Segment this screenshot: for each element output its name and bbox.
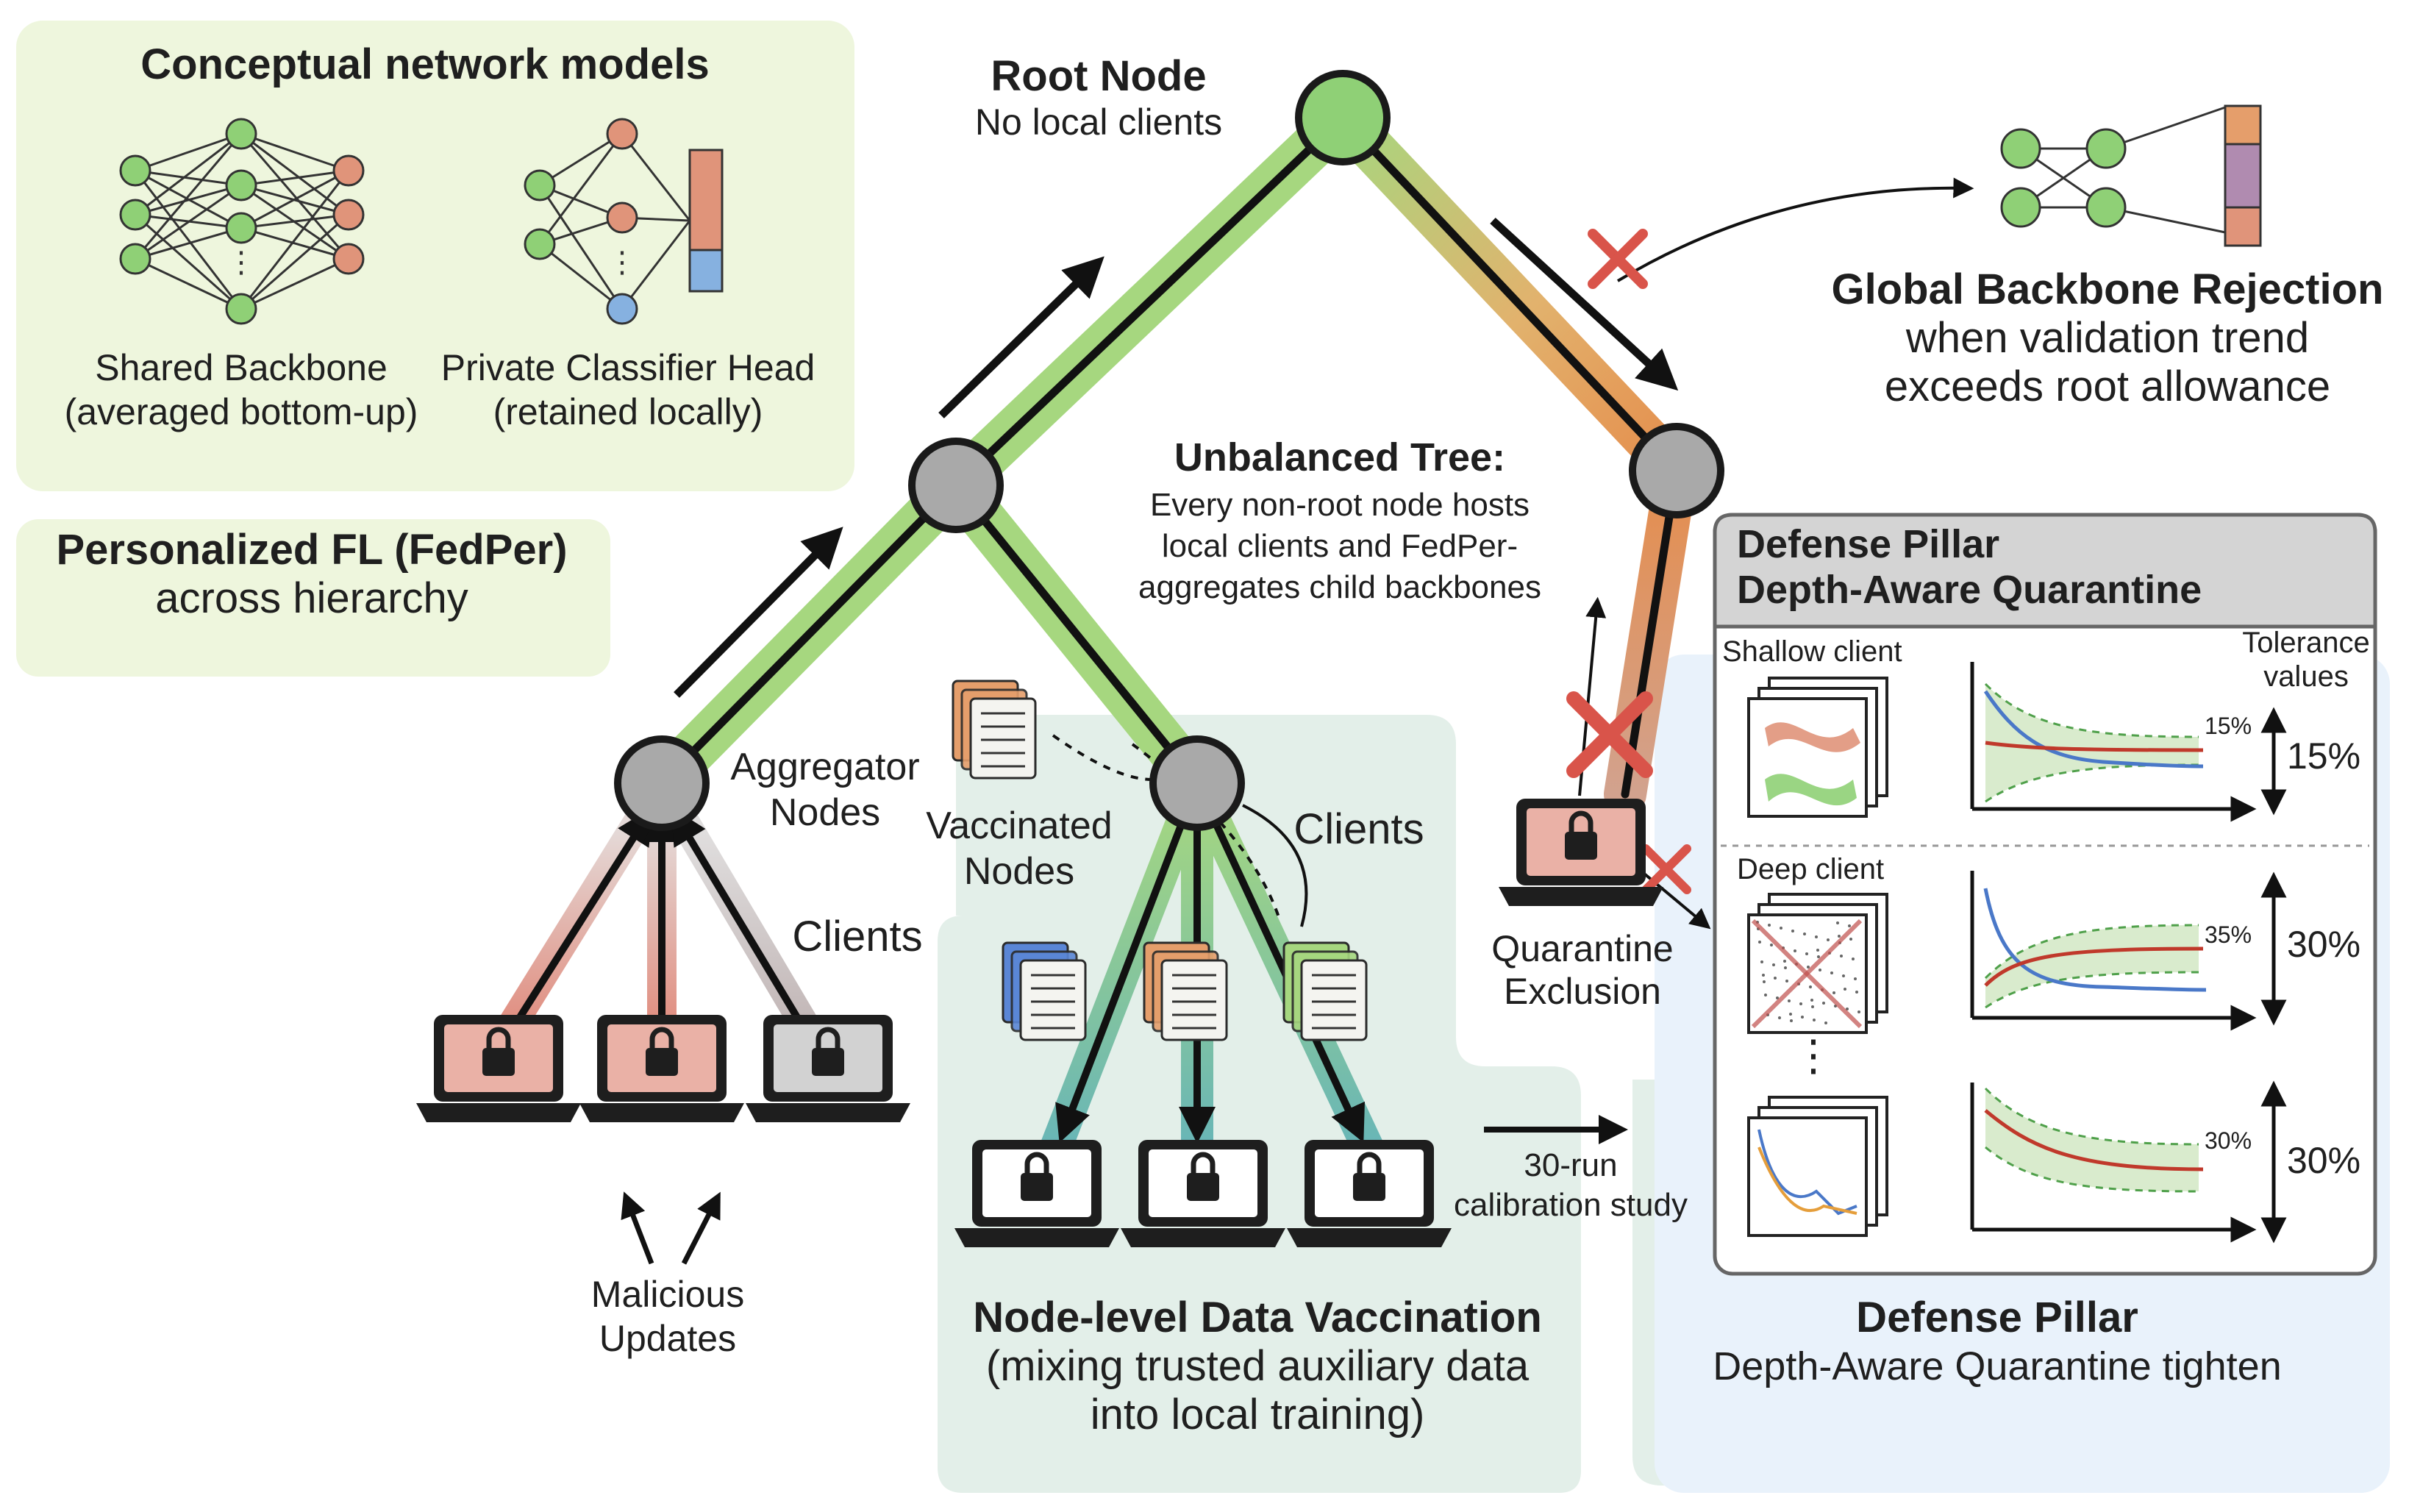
network-neuron [119, 199, 151, 231]
deep-client-thumbnail [1747, 893, 1888, 1034]
rejection-line-2: exceeds root allowance [1884, 363, 2331, 410]
aggregator-node-right [1629, 423, 1724, 518]
root-title: Root Node [991, 52, 1207, 100]
tree-line-3: aggregates child backbones [1138, 569, 1541, 605]
shallow-client-thumbnail [1747, 677, 1888, 818]
tree-edge-cores [657, 113, 1681, 799]
footer-pillar-title: Defense Pillar [1856, 1294, 2138, 1341]
reject-x-icon [1641, 844, 1691, 894]
malicious-label-2: Updates [599, 1318, 737, 1359]
tree-nodes [614, 70, 1724, 831]
network-neuron [524, 169, 556, 202]
flow-arrows [674, 217, 1679, 698]
arrow-icon [938, 256, 1104, 418]
network-neuron [225, 169, 257, 202]
root-subtitle: No local clients [974, 101, 1223, 143]
tolerance-chart-shallow [1970, 662, 2257, 822]
vaccinated-label-2: Nodes [963, 850, 1075, 893]
arrow-icon [674, 527, 843, 698]
tolerance-header-2: values [2263, 660, 2349, 693]
aggregator-label-1: Aggregator [730, 746, 920, 788]
tolerance-value-1: 15% [2287, 735, 2361, 777]
client-edges [504, 781, 1365, 1144]
footer-pillar-subtitle: Depth-Aware Quarantine tighten [1713, 1344, 2282, 1388]
malicious-label-1: Malicious [590, 1274, 745, 1315]
tolerance-value-3: 30% [2287, 1140, 2361, 1181]
reject-x-icon [1566, 691, 1653, 778]
network-neuron [524, 228, 556, 260]
fedper-panel [16, 519, 610, 677]
quarantine-label-2: Exclusion [1504, 971, 1661, 1012]
network-neuron [225, 212, 257, 244]
network-neuron [119, 243, 151, 275]
root-node [1295, 70, 1391, 165]
network-neuron [606, 293, 638, 325]
inline-pct-3: 30% [2205, 1127, 2252, 1154]
tolerance-value-2: 30% [2287, 924, 2361, 965]
network-neuron [225, 118, 257, 150]
aggregator-node-upper [908, 438, 1004, 533]
panel-title-2: Depth-Aware Quarantine [1737, 568, 2202, 612]
fedper-subtitle: across hierarchy [155, 574, 468, 622]
neural-network-icon [2000, 104, 2262, 247]
network-neuron [119, 154, 151, 187]
vaccination-title: Node-level Data Vaccination [973, 1294, 1542, 1341]
calibration-label-1: 30-run [1524, 1147, 1618, 1183]
deep-client-label: Deep client [1737, 853, 1885, 885]
fedper-title: Personalized FL (FedPer) [56, 526, 568, 574]
backbone-label-1: Shared Backbone [95, 347, 388, 388]
calibration-label-2: calibration study [1454, 1187, 1688, 1223]
clients-label-left: Clients [792, 913, 923, 960]
vaccination-line-1: (mixing trusted auxiliary data [985, 1342, 1530, 1390]
rejection-title: Global Backbone Rejection [1831, 265, 2384, 313]
aggregator-node-left [614, 735, 710, 831]
quarantine-label-1: Quarantine [1491, 928, 1674, 969]
tolerance-header-1: Tolerance [2242, 627, 2370, 659]
inline-pct-2: 35% [2205, 921, 2252, 948]
neural-network-icon: ⋮ [524, 118, 724, 325]
network-ellipsis: ⋮ [226, 246, 256, 279]
shallow-client-label: Shallow client [1722, 635, 1902, 668]
conceptual-title: Conceptual network models [140, 40, 710, 88]
tree-line-2: local clients and FedPer- [1161, 528, 1518, 564]
rejection-line-1: when validation trend [1905, 314, 2310, 362]
tolerance-charts [1970, 662, 2257, 1243]
client-thumbnails [1747, 677, 1888, 1237]
tolerance-chart-third [1970, 1083, 2257, 1243]
tree-line-1: Every non-root node hosts [1149, 487, 1530, 523]
inline-pct-1: 15% [2205, 713, 2252, 739]
vaccinated-label-1: Vaccinated [926, 805, 1113, 847]
head-label-2: (retained locally) [493, 391, 763, 432]
vaccination-line-2: into local training) [1090, 1391, 1425, 1438]
tolerance-chart-deep [1970, 871, 2257, 1031]
network-neuron [225, 293, 257, 325]
network-neuron [606, 202, 638, 234]
aggregator-label-2: Nodes [769, 791, 881, 834]
network-neuron [332, 154, 365, 187]
tree-title: Unbalanced Tree: [1174, 435, 1506, 479]
backbone-label-2: (averaged bottom-up) [64, 391, 418, 432]
reject-x-icon [1588, 229, 1648, 289]
network-ellipsis: ⋮ [607, 246, 637, 279]
network-neuron [606, 118, 638, 150]
ellipsis-label: ⋮ [1792, 1032, 1835, 1080]
head-label-1: Private Classifier Head [440, 347, 816, 388]
panel-title-1: Defense Pillar [1737, 522, 2000, 566]
clients-label-right: Clients [1293, 805, 1424, 853]
loss-curve-thumbnail [1747, 1096, 1888, 1237]
network-neuron [332, 243, 365, 275]
network-neuron [332, 199, 365, 231]
arrow-icon [1490, 217, 1679, 391]
vaccinated-node [1149, 735, 1245, 831]
neural-network-icon: ⋮ [119, 118, 365, 325]
